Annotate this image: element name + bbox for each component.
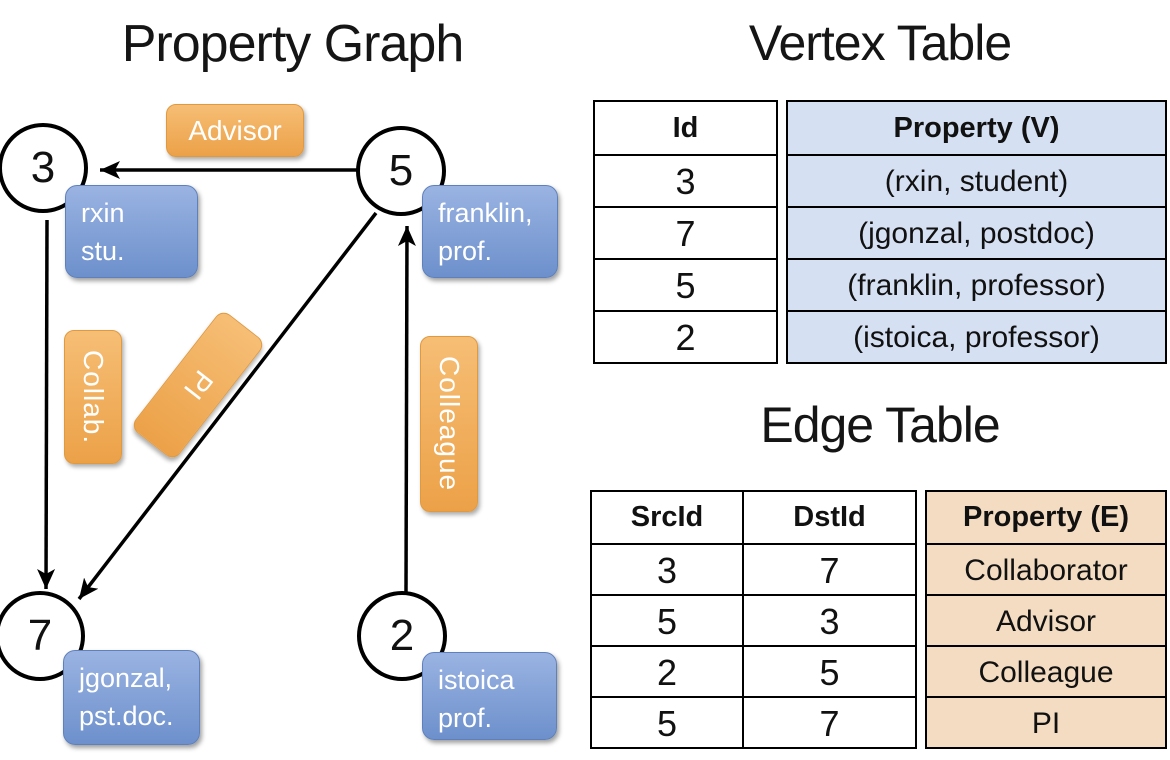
vertex-property-box-rxin: rxin stu. <box>65 185 198 278</box>
vertex-table-id-cell: 2 <box>595 310 776 362</box>
vertex-property-box-jgonzal: jgonzal, pst.doc. <box>63 650 200 745</box>
vertex-table-id-cell: 3 <box>595 154 776 206</box>
edge-table-srcid-cell: 5 <box>592 594 742 645</box>
vertex-table-property-column: Property (V) (rxin, student) (jgonzal, p… <box>786 100 1167 364</box>
edge-table-id-columns: SrcId DstId 3 7 5 3 2 5 5 7 <box>590 490 917 749</box>
edge-table-dstid-cell: 3 <box>742 594 915 645</box>
property-graph-edges <box>37 161 416 601</box>
vertex-table-id-header: Id <box>672 112 699 144</box>
vertex-property-box-franklin: franklin, prof. <box>422 185 558 278</box>
edge-label-collab-text: Collab. <box>78 349 109 445</box>
vertex-table-property-cell: (istoica, professor) <box>788 310 1165 362</box>
vertex-table-id-column: Id 3 7 5 2 <box>593 100 778 364</box>
edge-table-srcid-cell: 2 <box>592 645 742 696</box>
edge-table-srcid-header: SrcId <box>630 501 704 533</box>
edge-table-property-cell: PI <box>927 696 1165 747</box>
edge-table-srcid-cell: 5 <box>592 696 742 747</box>
edge-table-property-cell: Collaborator <box>927 543 1165 594</box>
vertex-property-line: jgonzal, <box>79 663 173 693</box>
edge-table-dstid-cell: 5 <box>742 645 915 696</box>
edge-label-advisor: Advisor <box>166 104 304 157</box>
vertex-node-2-id: 2 <box>389 611 415 660</box>
vertex-table-property-header: Property (V) <box>893 112 1060 144</box>
edge-line-2-to-5 <box>397 225 416 593</box>
edge-label-collab: Collab. <box>64 330 122 464</box>
vertex-property-box-istoica: istoica prof. <box>422 652 557 740</box>
edge-line-3-to-7 <box>37 219 56 590</box>
vertex-property-line: stu. <box>81 236 125 266</box>
edge-table-dstid-cell: 7 <box>742 696 915 747</box>
edge-label-colleague-text: Colleague <box>434 356 465 492</box>
edge-table-property-column: Property (E) Collaborator Advisor Collea… <box>925 490 1167 749</box>
edge-table-property-header: Property (E) <box>963 501 1129 533</box>
edge-table-property-cell: Advisor <box>927 594 1165 645</box>
vertex-node-3-id: 3 <box>30 143 56 192</box>
edge-table-property-cell: Colleague <box>927 645 1165 696</box>
edge-table-srcid-cell: 3 <box>592 543 742 594</box>
vertex-property-line: rxin <box>81 198 125 228</box>
property-graph-title: Property Graph <box>121 15 465 73</box>
edge-line-5-to-7 <box>77 211 378 601</box>
edge-table-dstid-header: DstId <box>742 492 915 543</box>
edge-label-advisor-text: Advisor <box>188 114 282 146</box>
vertex-table-id-cell: 7 <box>595 206 776 258</box>
vertex-table-property-cell: (rxin, student) <box>788 154 1165 206</box>
vertex-node-7-id: 7 <box>27 611 53 660</box>
vertex-property-line: prof. <box>438 236 493 266</box>
vertex-node-5-id: 5 <box>388 146 414 195</box>
vertex-property-line: pst.doc. <box>79 701 174 731</box>
vertex-table-property-cell: (jgonzal, postdoc) <box>788 206 1165 258</box>
vertex-table-property-cell: (franklin, professor) <box>788 258 1165 310</box>
edge-table-title: Edge Table <box>760 397 1000 453</box>
edge-label-pi-text: PI <box>177 364 220 407</box>
edge-label-colleague: Colleague <box>420 336 478 512</box>
vertex-table-id-cell: 5 <box>595 258 776 310</box>
vertex-node-5: 5 <box>356 126 446 216</box>
vertex-property-line: istoica <box>438 665 515 695</box>
vertex-table-title: Vertex Table <box>748 15 1012 71</box>
vertex-property-line: prof. <box>438 703 493 733</box>
edge-table-dstid-cell: 7 <box>742 543 915 594</box>
vertex-property-line: franklin, <box>438 198 533 228</box>
